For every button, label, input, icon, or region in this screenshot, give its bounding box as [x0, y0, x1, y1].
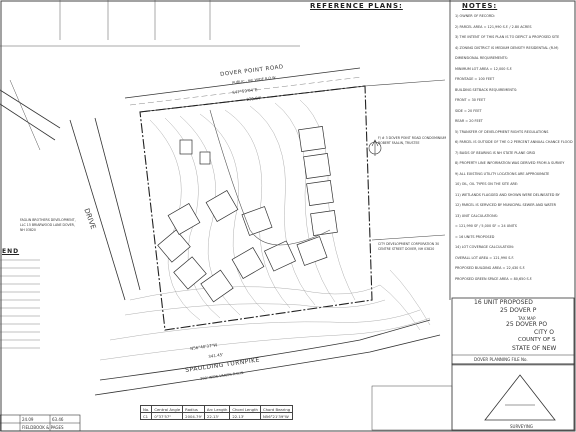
curve-table-cell: N56°21'39"W	[259, 412, 294, 420]
building-5	[296, 236, 328, 266]
note-line: FRONT = 30 FEET	[455, 98, 486, 102]
north-arrow	[368, 139, 382, 156]
building-9	[173, 256, 207, 290]
note-line: PROPOSED GREEN SPACE AREA = 80,650 S.F.	[455, 276, 533, 281]
existing-structure	[179, 139, 193, 155]
legend-heading: END	[2, 248, 20, 255]
curve-table-cell: 22.13'	[203, 412, 231, 420]
curve-table-header-cell: Radius	[182, 405, 205, 413]
note-line: = 121,990 SF / 5,000 SF = 24 UNITS	[455, 224, 517, 228]
proposed-buildings	[157, 126, 338, 303]
title-line-2: TAX MAP	[518, 316, 536, 321]
curve-table-header-cell: Arc Length	[203, 405, 231, 413]
turnpike-edge-north	[99, 319, 431, 381]
property-boundary	[139, 85, 373, 331]
curve-table-cell: 22.13'	[229, 412, 261, 420]
note-line: SIDE = 20 FEET	[455, 108, 482, 113]
building-4	[310, 210, 338, 236]
curve-table-cell: 0°37'57"	[151, 412, 184, 420]
building-6	[264, 240, 296, 272]
building-3	[306, 180, 334, 206]
title-line-1: 25 DOVER P	[500, 307, 537, 314]
note-line: 11) WETLANDS FLAGGED AND SHOWN WERE DELI…	[455, 192, 560, 197]
logo-triangle	[484, 374, 556, 421]
left-road-edge	[0, 89, 61, 129]
surveying-label: SURVEYING	[510, 424, 534, 429]
note-line: 9) ALL EXISTING UTILITY LOCATIONS ARE AP…	[455, 171, 550, 176]
abutter-line-east	[364, 79, 446, 87]
note-line: 6) PARCEL IS OUTSIDE OF THE 0.2 PERCENT …	[455, 140, 573, 144]
note-line: 8) PROPERTY LINE INFORMATION WAS DERIVED…	[455, 161, 565, 165]
note-line: 3) THE INTENT OF THIS PLAN IS TO DEPICT …	[455, 35, 560, 39]
curve-table-header-cell: No.	[139, 405, 153, 413]
curve-table-header-cell: Chord Bearing	[259, 405, 294, 413]
note-line: = 16 UNITS PROPOSED	[455, 234, 495, 239]
note-line: 1) OWNER OF RECORD:	[455, 14, 496, 18]
left-road-edge-2	[0, 103, 56, 141]
building-1	[298, 126, 326, 152]
fieldbook-label: FIELDBOOK & PAGES	[22, 425, 64, 430]
note-line: 5) TRANSFER OF DEVELOPMENT RIGHTS REGULA…	[455, 129, 549, 134]
turnpike-edge-south	[94, 334, 441, 396]
left-road-tick	[9, 79, 41, 151]
notes-heading: NOTES:	[462, 2, 498, 10]
note-line: BUILDING SETBACK REQUIREMENTS:	[455, 87, 518, 92]
abutter-west: FAGLIN BROTHERS DEVELOPMENT, LLC 15 BRIA…	[20, 218, 76, 232]
certification-box	[371, 385, 453, 431]
planning-file-label: DOVER PLANNING FILE No.	[474, 357, 528, 362]
road-edge-north	[124, 67, 361, 99]
top-abutter-lines	[0, 0, 300, 47]
building-12	[205, 189, 239, 223]
building-2	[303, 153, 331, 179]
drive-edge-west	[69, 119, 126, 301]
title-line-4: CITY O	[534, 329, 554, 336]
curve-table-header-cell: Chord Length	[229, 405, 261, 413]
note-line: DIMENSIONAL REQUIREMENTS:	[455, 56, 508, 60]
note-line: OVERALL LOT AREA = 121,990 S.F.	[455, 255, 514, 260]
note-line: FRONTAGE = 100 FEET	[455, 77, 495, 81]
note-line: MINIMUM LOT AREA = 12,000 S.F.	[455, 66, 513, 71]
abutter-line-east-2	[371, 234, 446, 241]
existing-structure-2	[199, 151, 211, 165]
road-centerline	[129, 76, 363, 106]
title-line-3: 25 DOVER PO	[506, 321, 548, 328]
building-10	[157, 229, 191, 263]
note-line: 10) OIL, OIL TYPES ON THE SITE ARE:	[455, 182, 519, 186]
note-line: 2) PARCEL AREA = 121,990 S.F. / 2.80 ACR…	[455, 24, 532, 29]
building-11	[167, 202, 201, 236]
note-line: REAR = 20 FEET	[455, 119, 483, 123]
note-line: 14) LOT COVERAGE CALCULATION:	[455, 245, 514, 249]
curve-table-cell: 2004.79'	[182, 412, 205, 420]
fieldbook-value-2: 63.46	[52, 417, 64, 422]
title-line-6: STATE OF NEW	[512, 345, 557, 352]
abutter-east-2: CITY DEVELOPMENT CORPORATION 30 CENTRE S…	[378, 242, 440, 251]
title-line-5: COUNTY OF S	[518, 337, 556, 343]
note-line: PROPOSED BUILDING AREA = 22,430 S.F.	[455, 266, 526, 270]
curve-table-header-cell: Central Angle	[151, 405, 184, 413]
curve-table-cell: C1	[139, 412, 153, 420]
reference-plans-heading: REFERENCE PLANS:	[310, 2, 403, 10]
building-7	[231, 246, 265, 280]
note-line: 12) PARCEL IS SERVICED BY MUNICIPAL SEWE…	[455, 203, 557, 207]
abutter-east: F/ # 3 DOVER POINT ROAD CONDOMINIUM ROBE…	[378, 136, 447, 145]
title-units-proposed: 16 UNIT PROPOSED	[474, 299, 533, 306]
note-line: 4) ZONING DISTRICT IS MEDIUM DENSITY RES…	[455, 45, 559, 50]
note-line: 13) UNIT CALCULATIONS:	[455, 213, 498, 218]
fieldbook-value-1: 24.09	[22, 417, 34, 422]
note-line: 7) BASIS OF BEARING IS NH STATE PLANE GR…	[455, 150, 536, 155]
drive-edge-east	[94, 117, 141, 291]
internal-drive	[209, 109, 331, 246]
legend-rows	[0, 259, 40, 349]
building-8	[200, 269, 234, 303]
